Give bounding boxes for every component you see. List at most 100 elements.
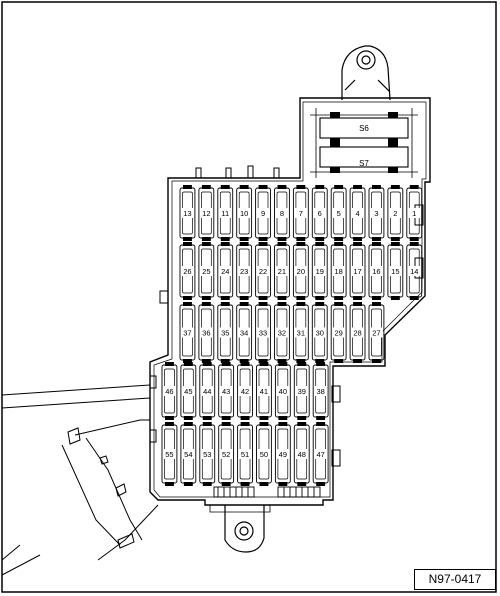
fuse-number: 11: [221, 209, 229, 218]
relay-s7-label: S7: [359, 159, 369, 168]
fuse-slot: 15: [387, 242, 404, 300]
fuse-number: 34: [240, 329, 248, 338]
fuse-number: 51: [241, 450, 249, 459]
fuse-slot: 24: [217, 242, 234, 300]
fuse-slot: 9: [255, 185, 271, 241]
fuse-slot: 38: [312, 362, 329, 420]
fuse-slot: 30: [311, 302, 328, 363]
fuse-slot: 36: [198, 302, 215, 363]
fuse-number: 26: [183, 267, 191, 276]
bottom-connector: [213, 486, 321, 498]
fuse-number: 6: [318, 209, 322, 218]
fuse-slot: 50: [256, 422, 272, 486]
fuse-number: 40: [279, 387, 287, 396]
fuse-slot: 46: [161, 362, 178, 420]
fuse-number: 46: [165, 387, 173, 396]
fuse-slot: 47: [312, 422, 329, 486]
fuse-number: 8: [280, 209, 284, 218]
fuse-number: 55: [165, 450, 173, 459]
fuse-slot: 27: [368, 302, 385, 363]
fuse-number: 29: [334, 329, 342, 338]
fuse-slot: 44: [199, 362, 216, 420]
fuse-number: 4: [355, 209, 359, 218]
figure-code: N97-0417: [414, 569, 496, 590]
fuse-number: 41: [260, 387, 268, 396]
fuse-slot: 4: [349, 185, 366, 241]
fuse-row: 55 54 53 52 51 50 49 48 47: [161, 422, 329, 486]
fuse-number: 30: [316, 329, 324, 338]
fuse-number: 19: [316, 267, 324, 276]
fuse-slot: 37: [179, 302, 196, 363]
fuse-number: 44: [203, 387, 211, 396]
fuse-slot: 33: [255, 302, 271, 363]
fuse-number: 2: [393, 209, 397, 218]
housing-outline: [149, 97, 431, 506]
fuse-number: 49: [279, 450, 287, 459]
fuse-row: 46 45 44 43 42 41 40 39 38: [161, 362, 329, 420]
fuse-slot: 7: [292, 185, 309, 241]
relay-s6-label: S6: [359, 124, 369, 133]
fuse-number: 28: [353, 329, 361, 338]
fuse-number: 54: [184, 450, 192, 459]
fuse-number: 14: [410, 267, 418, 276]
fuse-slot: 45: [180, 362, 197, 420]
fuse-slot: 32: [274, 302, 290, 363]
fuse-number: 33: [259, 329, 267, 338]
fuse-number: 7: [299, 209, 303, 218]
bracket-lines: [1, 384, 159, 576]
fuse-slot: 26: [179, 242, 196, 300]
fuse-number: 10: [240, 209, 248, 218]
relay-s6: S6: [319, 112, 409, 144]
fuse-number: 25: [202, 267, 210, 276]
fuse-number: 13: [183, 209, 191, 218]
fuse-slot: 20: [292, 242, 309, 300]
relay-s7: S7: [319, 141, 409, 173]
fuse-number: 16: [372, 267, 380, 276]
fuse-slot: 29: [330, 302, 347, 363]
fuse-slot: 43: [218, 362, 235, 420]
fuse-number: 22: [259, 267, 267, 276]
fuse-number: 38: [316, 387, 324, 396]
fuse-number: 50: [260, 450, 268, 459]
fuse-number: 27: [372, 329, 380, 338]
fuse-slot: 34: [236, 302, 253, 363]
fuse-slot: 41: [256, 362, 272, 420]
fuse-slot: 35: [217, 302, 234, 363]
fuse-slot: 6: [311, 185, 328, 241]
fuse-slot: 13: [179, 185, 196, 241]
fuse-slot: 10: [236, 185, 253, 241]
fuse-number: 48: [298, 450, 306, 459]
fuse-number: 39: [298, 387, 306, 396]
fuse-slot: 52: [218, 422, 235, 486]
fuse-slot: 2: [387, 185, 404, 241]
fuse-slot: 11: [217, 185, 234, 241]
fuse-slot: 40: [274, 362, 291, 420]
fuse-slot: 54: [180, 422, 197, 486]
fuse-slot: 42: [237, 362, 253, 420]
fuse-slot: 22: [255, 242, 271, 300]
fuse-slot: 3: [368, 185, 385, 241]
fuse-number: 47: [316, 450, 324, 459]
fuse-slot: 21: [274, 242, 290, 300]
fuse-slot: 31: [292, 302, 309, 363]
fuse-number: 53: [203, 450, 211, 459]
fuse-slot: 51: [237, 422, 253, 486]
fuse-number: 20: [297, 267, 305, 276]
fuse-number: 5: [337, 209, 341, 218]
fuse-slot: 12: [198, 185, 215, 241]
fuse-number: 43: [222, 387, 230, 396]
fuse-slot: 28: [349, 302, 366, 363]
mounting-lugs: [209, 45, 391, 553]
fuse-number: 17: [353, 267, 361, 276]
fuse-number: 18: [334, 267, 342, 276]
fuse-slot: 39: [293, 362, 310, 420]
fuse-number: 24: [221, 267, 229, 276]
fuse-slot: 53: [199, 422, 216, 486]
fuse-slot: 17: [349, 242, 366, 300]
fuse-slot: 14: [406, 242, 423, 300]
